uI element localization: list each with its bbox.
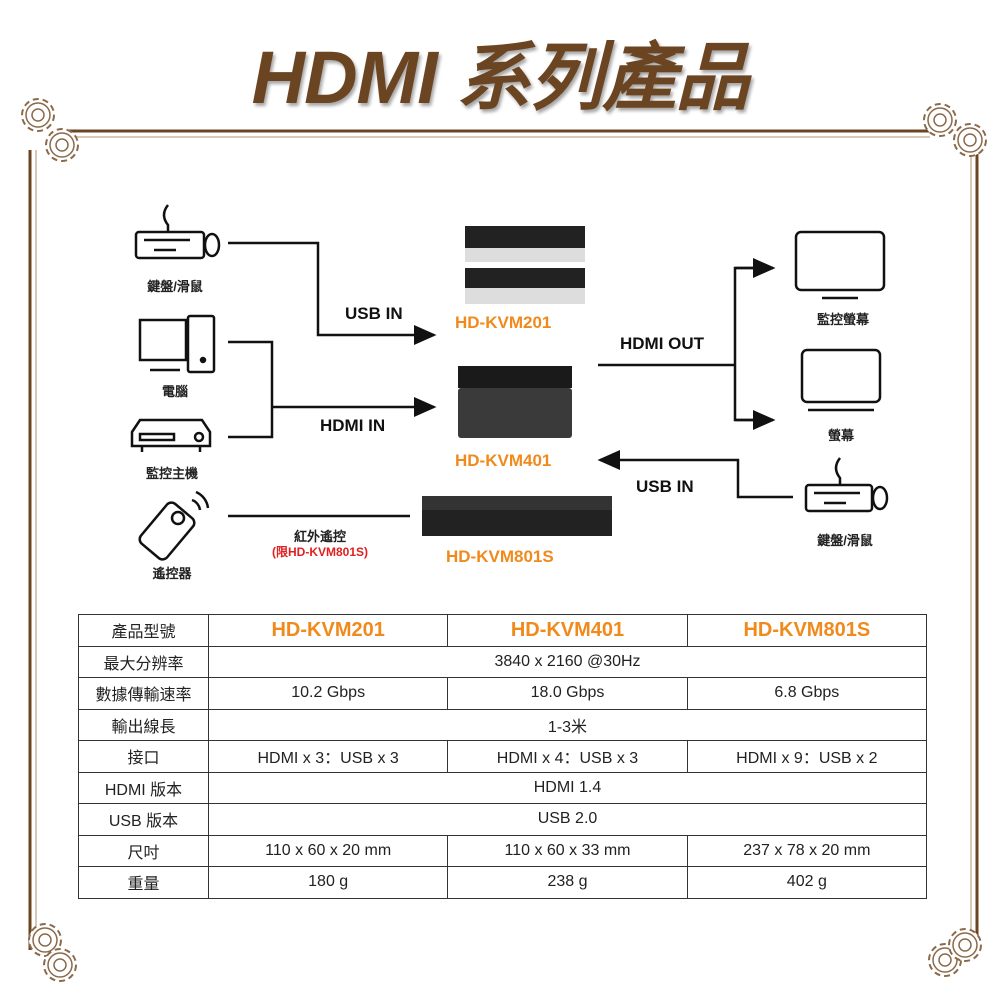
usb-in-label: USB IN	[345, 304, 403, 323]
product-label: HD-KVM801S	[446, 547, 554, 566]
gear-icon	[43, 948, 77, 982]
gear-icon	[948, 928, 982, 962]
keyboard-mouse-icon	[134, 204, 221, 260]
input-label-keyboard: 鍵盤/滑鼠	[147, 279, 203, 294]
gear-icon	[923, 103, 957, 137]
ir-note: (限HD-KVM801S)	[271, 545, 369, 559]
product-label: HD-KVM401	[455, 451, 552, 470]
input-label-computer: 電腦	[161, 384, 189, 399]
product-image-kvm801s	[422, 496, 612, 536]
gear-icon	[953, 123, 987, 157]
product-image-kvm401	[458, 366, 572, 438]
hdmi-in-label: HDMI IN	[320, 416, 386, 435]
computer-icon	[138, 314, 216, 374]
usb-in-right-label: USB IN	[636, 477, 694, 496]
keyboard-mouse-icon	[804, 457, 889, 513]
hdmi-out-label: HDMI OUT	[620, 334, 705, 353]
dvr-icon	[130, 418, 212, 452]
monitor-icon	[800, 348, 882, 412]
hdmi-in-connector	[228, 340, 274, 439]
product-label: HD-KVM201	[455, 313, 552, 332]
remote-icon	[138, 490, 210, 561]
ir-label: 紅外遙控	[293, 529, 347, 544]
input-label-dvr: 監控主機	[145, 466, 199, 481]
gear-icon	[45, 128, 79, 162]
input-label-remote: 遙控器	[152, 566, 192, 581]
decorative-frame	[21, 98, 987, 982]
gear-icon	[21, 98, 55, 132]
output-label-monitor: 螢幕	[827, 428, 855, 443]
output-label-keyboard: 鍵盤/滑鼠	[817, 533, 873, 548]
monitor-icon	[794, 230, 886, 300]
page-title: HDMI 系列產品	[251, 36, 750, 119]
product-image-kvm201	[465, 226, 585, 304]
usb-in-connector	[228, 241, 437, 345]
usb-in-right-connector	[597, 450, 793, 499]
output-label-cctv-monitor: 監控螢幕	[816, 312, 870, 327]
